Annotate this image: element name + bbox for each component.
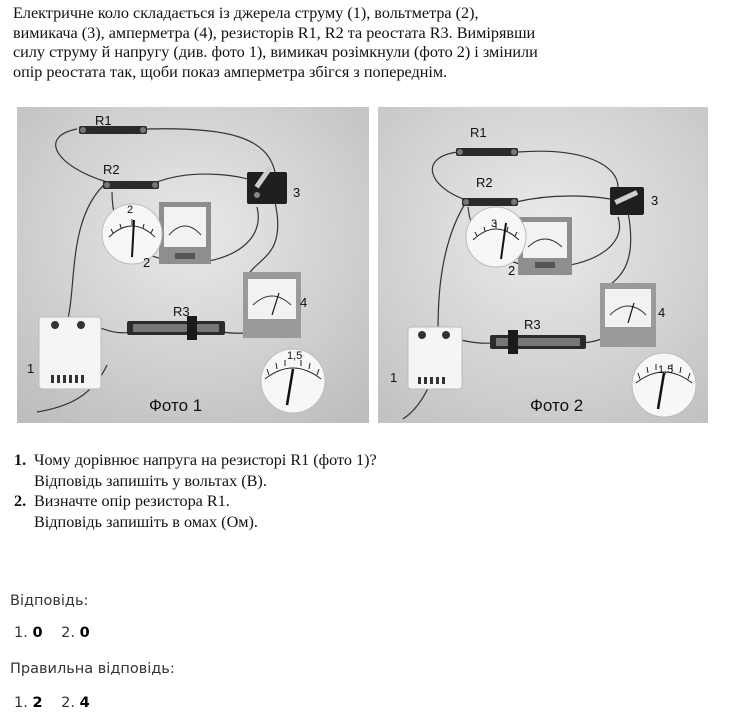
resistor-r2	[462, 198, 518, 206]
correct-1-value: 2	[32, 695, 43, 711]
task-intro: Електричне коло складається із джерела с…	[13, 4, 713, 82]
ammeter-dial-zoom	[260, 348, 326, 414]
voltmeter-dial-value: 3	[491, 218, 497, 230]
power-source-1	[407, 326, 463, 390]
label-1: 1	[27, 361, 34, 376]
question-number: 2.	[14, 492, 27, 510]
answer-1-value: 0	[32, 625, 43, 641]
correct-1-number: 1.	[14, 695, 28, 711]
label-r2: R2	[103, 162, 120, 177]
intro-line: силу струму й напругу (див. фото 1), вим…	[13, 43, 538, 61]
ammeter-dial-value: 1,5	[287, 350, 302, 362]
power-source-1	[38, 316, 102, 390]
photo-1-circuit-closed-switch: R1 R2 R3 1 2 3 4 2 1,5 Фото 1	[17, 107, 369, 423]
label-r1: R1	[470, 125, 487, 140]
answer-2-number: 2.	[61, 625, 75, 641]
answer-2-value: 0	[79, 625, 90, 641]
label-3: 3	[651, 193, 658, 208]
photo-2-circuit-open-switch: R1 R2 R3 1 2 3 4 3 1,5 Фото 2	[378, 107, 708, 423]
question-text: Чому дорівнює напруга на резисторі R1 (ф…	[34, 451, 377, 469]
label-4: 4	[658, 305, 665, 320]
question-item: 1. Чому дорівнює напруга на резисторі R1…	[14, 450, 377, 491]
ammeter-4	[243, 272, 301, 338]
question-instruction: Відповідь запишіть у вольтах (В).	[34, 471, 267, 490]
intro-line: опір реостата так, щоби показ амперметра…	[13, 62, 448, 81]
correct-2-value: 4	[79, 695, 90, 711]
label-r3: R3	[524, 317, 541, 332]
label-1: 1	[390, 370, 397, 385]
intro-line: вимикача (3), амперметра (4), резисторів…	[13, 23, 536, 42]
rheostat-r3	[127, 316, 225, 340]
voltmeter-dial-value: 2	[127, 204, 133, 216]
label-2: 2	[143, 255, 150, 270]
ammeter-dial-zoom	[631, 352, 697, 418]
switch-3	[610, 187, 644, 215]
question-text: Визначте опір резистора R1.	[34, 492, 230, 510]
switch-3	[247, 166, 287, 204]
ammeter-4	[600, 283, 656, 347]
question-instruction: Відповідь запишіть в омах (Ом).	[34, 512, 258, 531]
user-answer-label: Відповідь:	[10, 593, 89, 609]
correct-answer-label: Правильна відповідь:	[10, 661, 175, 677]
resistor-r1	[79, 126, 147, 134]
voltmeter-2	[159, 202, 211, 264]
correct-answer-values: 1. 2 2. 4	[14, 695, 90, 711]
label-r1: R1	[95, 113, 112, 128]
questions-list: 1. Чому дорівнює напруга на резисторі R1…	[14, 450, 377, 532]
photo-caption: Фото 2	[530, 396, 583, 415]
voltmeter-2	[518, 217, 572, 275]
resistor-r2	[103, 181, 159, 189]
rheostat-r3	[490, 330, 586, 354]
intro-line: Електричне коло складається із джерела с…	[13, 4, 479, 22]
ammeter-dial-value: 1,5	[658, 364, 673, 376]
voltmeter-dial-zoom	[465, 206, 527, 268]
photo-caption: Фото 1	[149, 396, 202, 415]
question-number: 1.	[14, 451, 27, 469]
question-item: 2. Визначте опір резистора R1. Відповідь…	[14, 491, 377, 532]
user-answer-values: 1. 0 2. 0	[14, 625, 90, 641]
label-r3: R3	[173, 304, 190, 319]
label-4: 4	[300, 295, 307, 310]
voltmeter-dial-zoom	[101, 203, 163, 265]
answer-1-number: 1.	[14, 625, 28, 641]
correct-2-number: 2.	[61, 695, 75, 711]
label-3: 3	[293, 185, 300, 200]
label-r2: R2	[476, 175, 493, 190]
label-2: 2	[508, 263, 515, 278]
resistor-r1	[456, 148, 518, 156]
